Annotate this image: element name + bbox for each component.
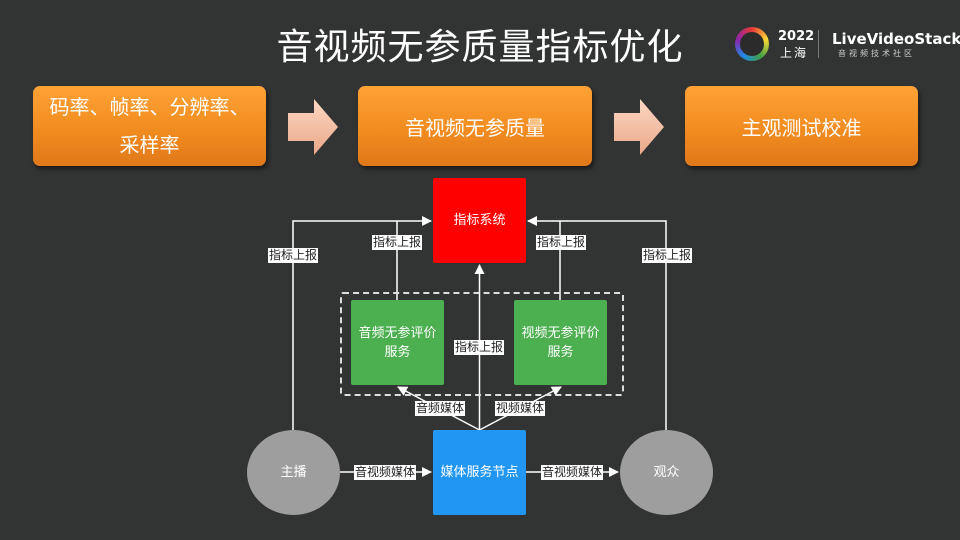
logo-ring-icon: [735, 27, 769, 61]
edge-label-audio-report: 指标上报: [372, 235, 423, 250]
flow-step-calibration: 主观测试校准: [685, 86, 918, 166]
eval-services-group: [340, 292, 624, 396]
logo-brand: LiveVideoStack: [832, 30, 960, 48]
node-video-eval-line2: 服务: [547, 344, 574, 360]
edge-label-viewer-report: 指标上报: [642, 248, 693, 263]
edge-label-audio-media: 音频媒体: [415, 401, 466, 416]
flow-step-quality: 音视频无参质量: [358, 86, 592, 166]
flow-step-params: 码率、帧率、分辨率、 采样率: [33, 86, 266, 166]
logo-year: 2022: [778, 29, 815, 44]
edge-label-anchor-report: 指标上报: [268, 248, 319, 263]
edge-label-media-viewer: 音视频媒体: [541, 465, 604, 480]
slide-title: 音视频无参质量指标优化: [276, 27, 684, 68]
node-video-eval-line1: 视频无参评价: [521, 325, 600, 341]
node-media-service: 媒体服务节点: [433, 430, 526, 515]
edge-label-media-report: 指标上报: [454, 340, 505, 355]
node-audio-eval: 音频无参评价服务: [351, 300, 444, 385]
logo-city: 上海: [780, 46, 809, 60]
edge-label-video-report: 指标上报: [536, 235, 587, 250]
flow-step-params-line1: 码率、帧率、分辨率、: [49, 95, 250, 119]
edge-label-video-media: 视频媒体: [495, 401, 546, 416]
flow-arrow-icon: [614, 99, 664, 155]
node-video-eval: 视频无参评价服务: [514, 300, 607, 385]
logo-divider: [818, 30, 819, 58]
node-audio-eval-line2: 服务: [384, 344, 411, 360]
node-audio-eval-line1: 音频无参评价: [358, 325, 437, 341]
edge-viewer-report: [527, 216, 667, 430]
node-anchor: 主播: [247, 430, 340, 515]
edge-label-anchor-media: 音视频媒体: [354, 465, 417, 480]
edge-anchor-report: [292, 216, 432, 430]
logo-subtitle: 音视频技术社区: [838, 49, 915, 58]
node-viewer: 观众: [620, 430, 713, 515]
flow-arrow-icon: [288, 99, 338, 155]
flow-step-params-line2: 采样率: [119, 133, 180, 157]
node-metrics-system: 指标系统: [433, 178, 526, 263]
